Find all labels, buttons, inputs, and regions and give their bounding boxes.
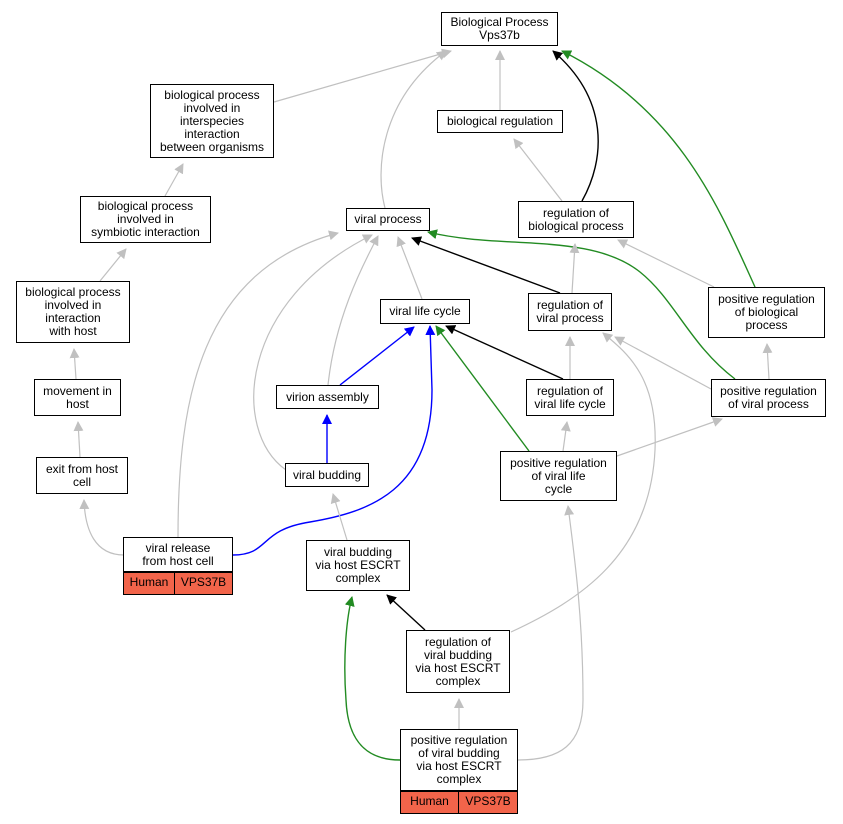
node-viral-budding[interactable]: viral budding <box>285 463 369 487</box>
edge-pos-reg-viral-process-to-viral-process <box>427 229 736 380</box>
node-viral-release-from-host-cell[interactable]: viral release from host cell <box>123 537 233 572</box>
node-regulation-of-biological-process[interactable]: regulation of biological process <box>518 201 634 238</box>
edge-viral-release-to-viral-process <box>177 230 339 538</box>
edge-viral-budding-to-viral-process <box>253 234 373 471</box>
edge-pos-reg-vb-escrt-to-pos-reg-viral-life-cycle <box>517 505 584 761</box>
edge-bp-host-to-bp-symbiotic <box>99 248 127 282</box>
gene-tag[interactable]: VPS37B <box>175 572 233 595</box>
node-movement-in-host[interactable]: movement in host <box>34 379 121 416</box>
edge-pos-reg-viral-life-cycle-to-viral-life-cycle <box>435 325 530 452</box>
node-biological-regulation[interactable]: biological regulation <box>437 110 563 133</box>
edge-virion-assembly-to-viral-life-cycle <box>339 326 415 386</box>
edge-reg-viral-process-to-viral-process <box>411 236 561 294</box>
annotation-row-positive-regulation: Human VPS37B <box>400 791 518 814</box>
node-regulation-of-viral-life-cycle[interactable]: regulation of viral life cycle <box>526 379 614 416</box>
edge-reg-bio-process-to-bio-reg <box>513 138 563 202</box>
node-exit-from-host-cell[interactable]: exit from host cell <box>36 457 128 494</box>
node-viral-life-cycle[interactable]: viral life cycle <box>380 299 470 324</box>
edge-viral-life-cycle-to-viral-process <box>396 236 423 300</box>
node-biological-process-interspecies-interaction[interactable]: biological process involved in interspec… <box>150 84 274 158</box>
edge-pos-reg-viral-life-cycle-to-reg-viral-life-cycle <box>560 421 571 452</box>
node-biological-process-symbiotic-interaction[interactable]: biological process involved in symbiotic… <box>80 196 211 243</box>
edge-reg-viral-process-to-reg-bio-process <box>569 243 580 294</box>
node-regulation-of-viral-process[interactable]: regulation of viral process <box>528 293 612 331</box>
edge-reg-viral-life-cycle-to-viral-life-cycle <box>445 325 564 380</box>
edge-pos-reg-vb-escrt-to-vb-escrt <box>344 596 401 761</box>
edge-bp-symbiotic-to-bp-interspecies <box>164 163 184 197</box>
edge-vb-escrt-to-viral-budding <box>330 493 348 541</box>
edge-pos-reg-bio-process-to-bp-vps37b <box>561 50 756 288</box>
species-tag[interactable]: Human <box>400 791 459 814</box>
node-virion-assembly[interactable]: virion assembly <box>276 385 379 409</box>
node-regulation-of-viral-budding-via-host-escrt-complex[interactable]: regulation of viral budding via host ESC… <box>406 630 510 693</box>
node-biological-process-vps37b[interactable]: Biological Process Vps37b <box>441 12 558 46</box>
edge-movement-host-to-bp-host <box>69 348 80 380</box>
edge-pos-reg-viral-life-cycle-to-pos-reg-viral-process <box>616 417 723 457</box>
edge-virion-assembly-to-viral-process <box>327 235 379 386</box>
gene-tag[interactable]: VPS37B <box>459 791 518 814</box>
edge-viral-release-to-viral-life-cycle <box>232 325 436 556</box>
edge-viral-process-to-bp-vps37b <box>380 50 447 209</box>
node-viral-budding-via-host-escrt-complex[interactable]: viral budding via host ESCRT complex <box>306 540 410 591</box>
edge-reg-vb-escrt-to-vb-escrt <box>386 594 426 631</box>
node-viral-process[interactable]: viral process <box>346 208 430 231</box>
species-tag[interactable]: Human <box>123 572 175 595</box>
node-positive-regulation-of-viral-budding-via-host-escrt-complex[interactable]: positive regulation of viral budding via… <box>400 729 518 791</box>
node-positive-regulation-of-viral-life-cycle[interactable]: positive regulation of viral life cycle <box>500 451 617 501</box>
node-positive-regulation-of-biological-process[interactable]: positive regulation of biological proces… <box>708 287 825 338</box>
annotation-row-viral-release: Human VPS37B <box>123 572 233 595</box>
edge-pos-reg-viral-process-to-pos-reg-bio-process <box>762 343 773 380</box>
edge-pos-reg-viral-process-to-reg-viral-process <box>614 336 712 390</box>
edge-viral-release-to-exit-host <box>79 499 125 556</box>
node-biological-process-interaction-with-host[interactable]: biological process involved in interacti… <box>16 281 130 343</box>
edge-bp-interspecies-to-bp-vps37b <box>273 48 452 103</box>
edge-reg-bio-process-to-bp-vps37b <box>552 50 599 202</box>
edge-exit-host-to-movement-host <box>73 421 84 458</box>
edge-reg-vb-escrt-to-reg-viral-process <box>510 332 656 633</box>
edge-pos-reg-bio-process-to-reg-bio-process <box>617 239 715 288</box>
node-positive-regulation-of-viral-process[interactable]: positive regulation of viral process <box>711 379 826 417</box>
